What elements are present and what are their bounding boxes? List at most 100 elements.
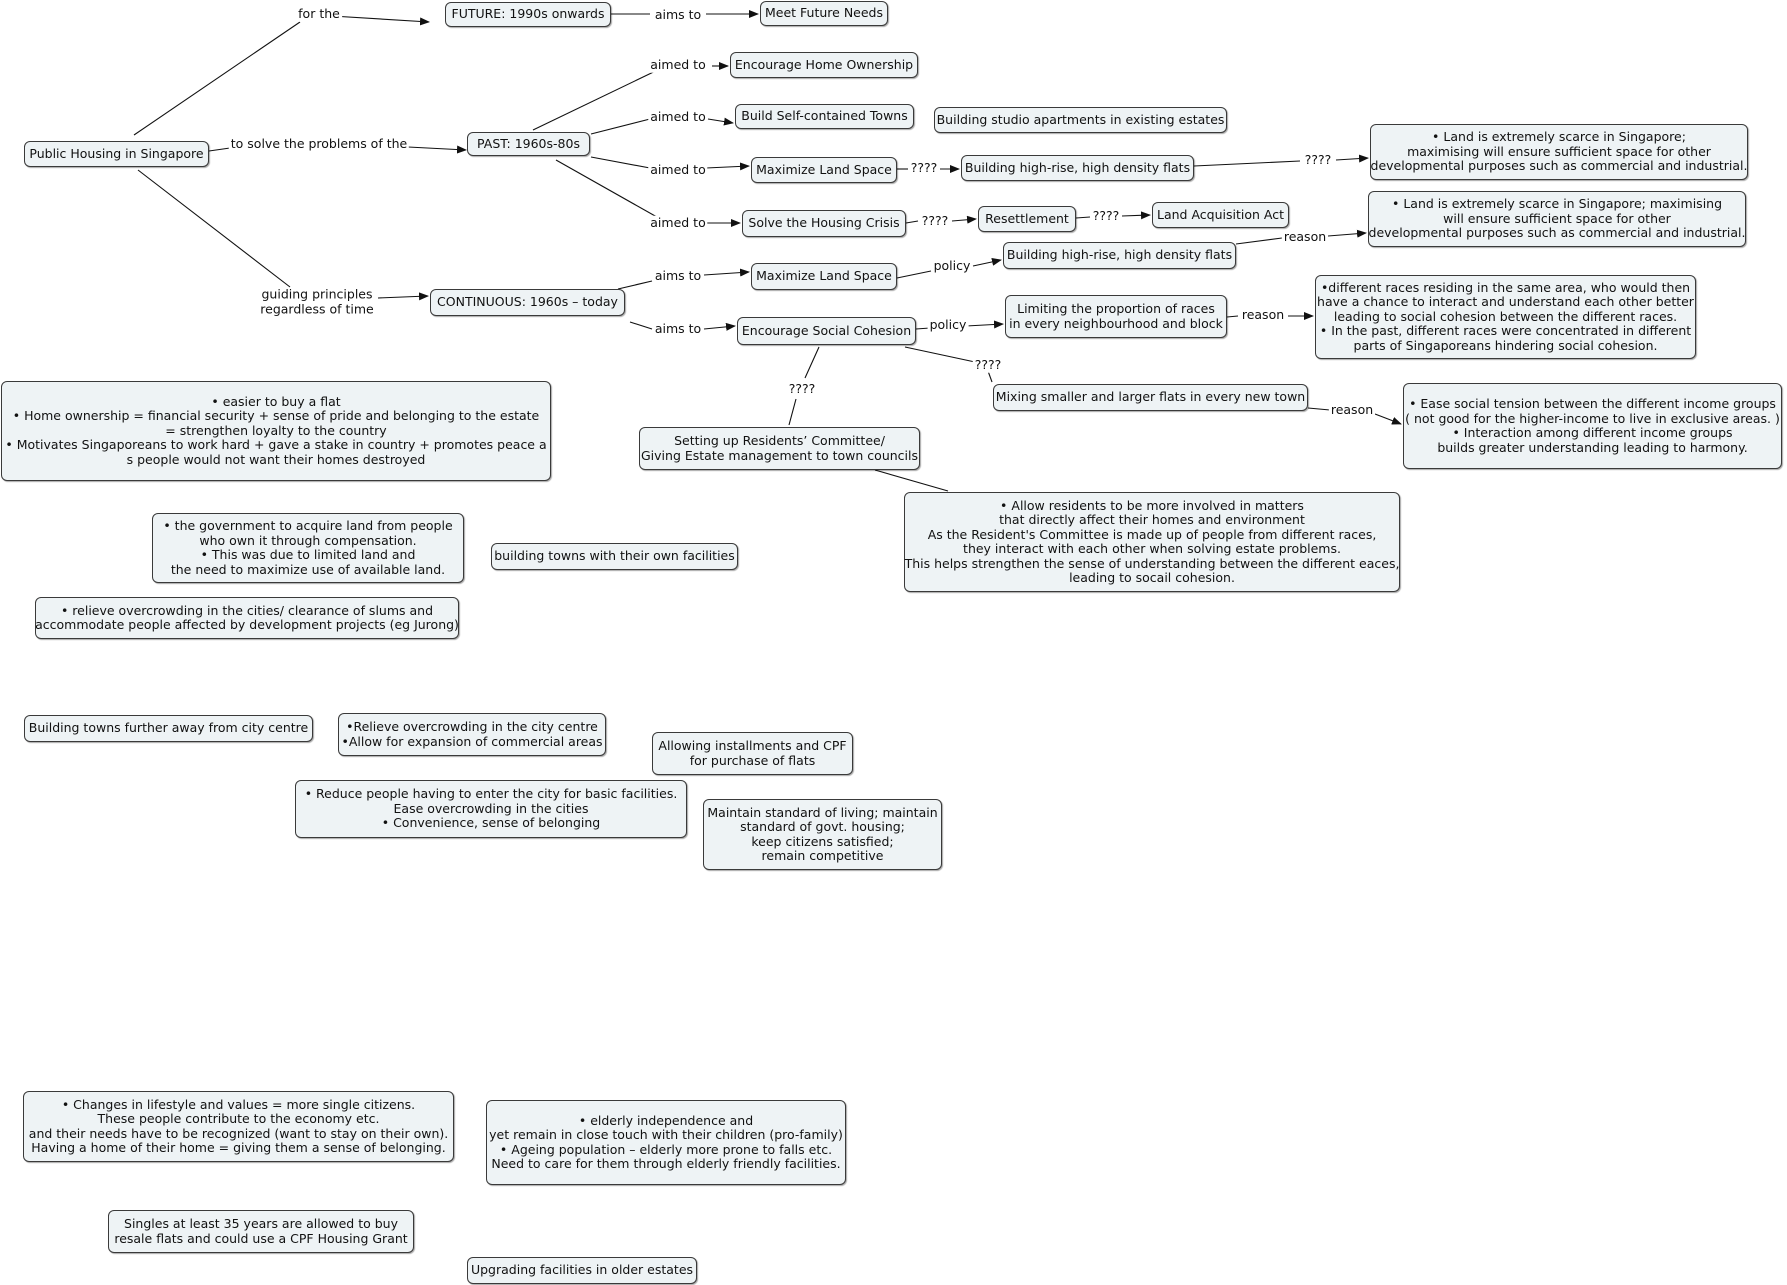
- link-label-reason-races: reason: [1239, 306, 1287, 323]
- node-towns-further-from-city[interactable]: Building towns further away from city ce…: [24, 715, 313, 742]
- text-line: Resettlement: [985, 210, 1069, 226]
- text-line: Encourage Social Cohesion: [741, 322, 912, 338]
- text-line: leading to social cohesion between the d…: [1333, 308, 1678, 324]
- node-public-housing[interactable]: Public Housing in Singapore: [24, 141, 209, 167]
- node-government-acquire-land[interactable]: • the government to acquire land from pe…: [152, 513, 464, 583]
- link-label-aims-to-future: aims to: [652, 7, 704, 23]
- node-past-1960s-80s[interactable]: PAST: 1960s-80s: [467, 132, 590, 156]
- text-line: remain competitive: [761, 848, 884, 863]
- link-label-aimed-to-crisis: aimed to: [648, 214, 708, 231]
- text-line: reason: [1330, 401, 1374, 417]
- connector-arrow: [1374, 413, 1402, 425]
- node-relieve-city-centre[interactable]: •Relieve overcrowding in the city centre…: [338, 713, 606, 756]
- node-build-self-contained-towns[interactable]: Build Self-contained Towns: [735, 104, 914, 129]
- node-meet-future-needs[interactable]: Meet Future Needs: [760, 1, 888, 26]
- text-line: Building high-rise, high density flats: [964, 159, 1191, 175]
- node-solve-housing-crisis[interactable]: Solve the Housing Crisis: [742, 210, 906, 237]
- text-line: Land Acquisition Act: [1157, 206, 1284, 222]
- text-line: • Ease social tension between the differ…: [1409, 396, 1776, 411]
- text-line: to solve the problems of the: [230, 135, 408, 151]
- text-line: aimed to: [650, 214, 706, 230]
- text-line: yet remain in close touch with their chi…: [489, 1127, 843, 1142]
- link-label-unknown-highrise: ????: [1302, 151, 1334, 168]
- node-maximize-land-space-past[interactable]: Maximize Land Space: [751, 157, 897, 183]
- text-line: the need to maximize use of available la…: [170, 561, 446, 577]
- text-line: building towns with their own facilities: [494, 548, 735, 564]
- text-line: standard of govt. housing;: [740, 819, 905, 834]
- text-line: Having a home of their home = giving the…: [31, 1140, 446, 1155]
- text-line: CONTINUOUS: 1960s – today: [437, 294, 618, 310]
- text-line: Mixing smaller and larger flats in every…: [995, 389, 1306, 405]
- text-line: •different races residing in the same ar…: [1320, 279, 1691, 295]
- text-line: Maximize Land Space: [756, 161, 892, 177]
- node-relieve-overcrowding-slums[interactable]: • relieve overcrowding in the cities/ cl…: [35, 597, 459, 639]
- connector-line: [1075, 216, 1091, 219]
- node-high-rise-flats-past[interactable]: Building high-rise, high density flats: [961, 155, 1194, 181]
- text-line: Encourage Home Ownership: [734, 56, 914, 72]
- link-label-to-solve-problems: to solve the problems of the: [228, 135, 410, 152]
- node-easier-to-buy-flat[interactable]: • easier to buy a flat• Home ownership =…: [1, 381, 551, 481]
- node-land-scarce-reason-2[interactable]: • Land is extremely scarce in Singapore;…: [1368, 191, 1746, 247]
- text-line: who own it through compensation.: [199, 532, 417, 548]
- connector-line: [905, 220, 919, 224]
- text-line: Build Self-contained Towns: [741, 108, 908, 124]
- text-line: they interact with each other when solvi…: [963, 541, 1341, 556]
- connector-line: [1307, 407, 1331, 411]
- node-allow-residents-involved[interactable]: • Allow residents to be more involved in…: [904, 492, 1400, 592]
- text-line: builds greater understanding leading to …: [1437, 439, 1748, 455]
- node-resettlement[interactable]: Resettlement: [978, 206, 1076, 232]
- text-line: Need to care for them through elderly fr…: [491, 1156, 841, 1171]
- text-line: Upgrading facilities in older estates: [470, 1262, 694, 1278]
- text-line: aimed to: [650, 56, 706, 72]
- text-line: ????: [1304, 151, 1332, 167]
- text-line: maximising will ensure sufficient space …: [1407, 143, 1711, 159]
- text-line: Solve the Housing Crisis: [748, 215, 900, 231]
- node-reduce-people-entering-city[interactable]: • Reduce people having to enter the city…: [295, 780, 687, 838]
- node-continuous-1960s-today[interactable]: CONTINUOUS: 1960s – today: [430, 289, 625, 316]
- node-mixing-flats[interactable]: Mixing smaller and larger flats in every…: [993, 384, 1308, 411]
- node-encourage-home-ownership[interactable]: Encourage Home Ownership: [730, 52, 918, 78]
- link-label-unknown-residents: ????: [786, 381, 818, 397]
- node-residents-committee[interactable]: Setting up Residents’ Committee/Giving E…: [639, 427, 920, 470]
- node-land-scarce-reason-1[interactable]: • Land is extremely scarce in Singapore;…: [1370, 124, 1748, 180]
- node-different-races-reason[interactable]: •different races residing in the same ar…: [1315, 275, 1696, 359]
- text-line: resale flats and could use a CPF Housing…: [114, 1230, 408, 1246]
- node-future-1990s[interactable]: FUTURE: 1990s onwards: [445, 2, 611, 27]
- node-land-acquisition-act[interactable]: Land Acquisition Act: [1152, 202, 1289, 228]
- node-upgrading-older-estates[interactable]: Upgrading facilities in older estates: [467, 1257, 697, 1284]
- node-building-studio-apartments[interactable]: Building studio apartments in existing e…: [934, 107, 1227, 133]
- connector-line: [532, 65, 667, 131]
- text-line: • Ageing population – elderly more prone…: [499, 1141, 833, 1157]
- node-changes-lifestyle-singles[interactable]: • Changes in lifestyle and values = more…: [23, 1091, 454, 1162]
- text-line: policy: [933, 257, 971, 273]
- text-line: developmental purposes such as commercia…: [1368, 225, 1746, 241]
- text-line: As the Resident's Committee is made up o…: [927, 526, 1377, 542]
- connector-arrow: [705, 162, 750, 171]
- node-maximize-land-space-continuous[interactable]: Maximize Land Space: [751, 263, 897, 290]
- node-encourage-social-cohesion[interactable]: Encourage Social Cohesion: [737, 317, 916, 345]
- text-line: reason: [1241, 306, 1285, 322]
- node-building-towns-own-facilities[interactable]: building towns with their own facilities: [491, 543, 738, 570]
- node-ease-social-tension[interactable]: • Ease social tension between the differ…: [1403, 383, 1782, 469]
- connector-line: [1226, 315, 1239, 318]
- text-line: Maximize Land Space: [756, 268, 892, 284]
- text-line: • the government to acquire land from pe…: [163, 518, 453, 533]
- text-line: in every neighbourhood and block: [1009, 315, 1223, 331]
- link-label-for-the: for the: [296, 6, 342, 22]
- connector-line: [617, 280, 653, 290]
- text-line: • Home ownership = financial security + …: [12, 408, 540, 424]
- text-line: • Reduce people having to enter the city…: [304, 786, 678, 802]
- text-line: = strengthen loyalty to the country: [165, 422, 387, 438]
- connector-line: [590, 118, 651, 135]
- node-high-rise-flats-continuous[interactable]: Building high-rise, high density flats: [1003, 242, 1236, 269]
- node-singles-resale-flats[interactable]: Singles at least 35 years are allowed to…: [108, 1210, 414, 1253]
- connector-line: [987, 370, 993, 383]
- text-line: developmental purposes such as commercia…: [1370, 158, 1748, 174]
- text-line: aims to: [654, 267, 702, 283]
